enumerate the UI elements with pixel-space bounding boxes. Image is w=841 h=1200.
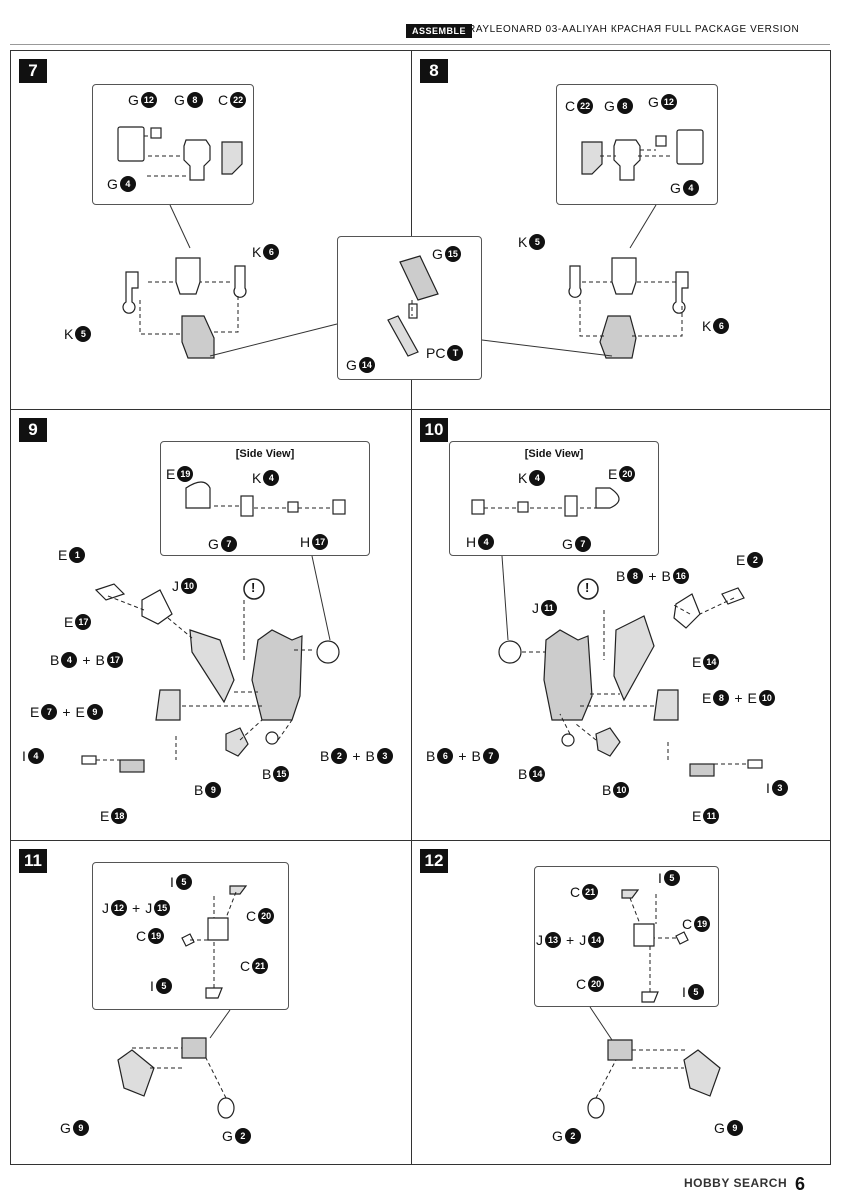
part-g14-shape [387, 315, 419, 357]
part-b4-b17-shape [189, 629, 235, 704]
part-g15-shape [399, 255, 439, 301]
assemble-badge: ASSEMBLE [406, 24, 473, 38]
manual-title: RAYLEONARD 03-AALIYAH КРАСНАЯ FULL PACKA… [468, 24, 800, 35]
step-12-panel: 12 [411, 840, 831, 1165]
part-g4-shape [117, 126, 145, 162]
part-c22-shape [221, 141, 243, 175]
page-header: ASSEMBLE RAYLEONARD 03-AALIYAH КРАСНАЯ F… [406, 24, 818, 38]
header-divider [10, 44, 830, 45]
step-number: 12 [420, 849, 448, 873]
caution-mark: ! [585, 580, 590, 595]
step-number: 7 [19, 59, 47, 83]
step-number: 9 [19, 418, 47, 442]
step-number: 11 [19, 849, 47, 873]
side-view-title: [Side View] [524, 448, 584, 460]
caution-icon [243, 578, 599, 600]
hobby-search-logo: HOBBY SEARCH [684, 1176, 788, 1190]
step-number: 10 [420, 418, 448, 442]
part-g8-shape [183, 139, 211, 181]
part-k5-shape [122, 271, 139, 314]
page-number: 6 [795, 1174, 806, 1194]
main-body-shape [251, 629, 303, 721]
step-number: 8 [420, 59, 448, 83]
side-view-title: [Side View] [235, 448, 295, 460]
caution-mark: ! [251, 580, 256, 595]
